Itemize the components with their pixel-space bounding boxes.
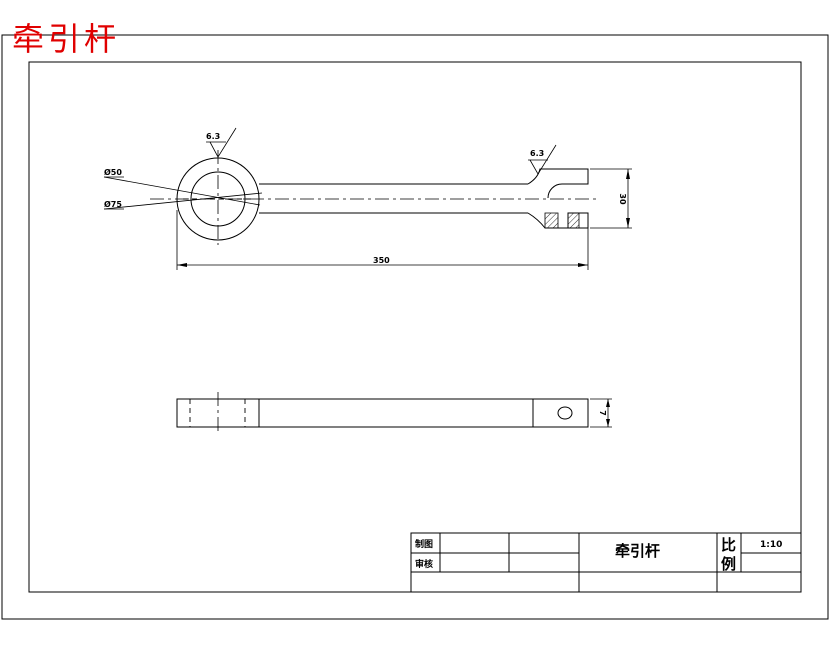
roughness-fork-text: 6.3 [530, 149, 544, 158]
length-arrow-right [578, 263, 588, 267]
title-block: 制图 审核 牵引杆 比 例 1:10 [410, 532, 802, 593]
diameter-inner-text: Ø75 [104, 199, 122, 209]
thickness-arrow-top [606, 399, 610, 407]
roughness-symbol-fork [529, 144, 557, 175]
title-block-frame [410, 532, 802, 593]
fork-lower-prong [527, 212, 589, 229]
diameter-leader-outer [103, 176, 261, 206]
fork-section-hatch-right [567, 212, 580, 229]
fork-upper-prong [527, 168, 589, 199]
part-name: 牵引杆 [615, 542, 660, 560]
length-text: 350 [373, 256, 390, 265]
drawn-by-label: 制图 [415, 538, 433, 550]
roughness-ring-text: 6.3 [206, 132, 220, 141]
side-view: 7 [176, 392, 612, 434]
fork-section-hatch-left [544, 212, 559, 229]
scale-label-bottom: 例 [721, 555, 736, 573]
fork-arrow-bottom [626, 218, 630, 228]
length-arrow-left [177, 263, 187, 267]
scale-value: 1:10 [760, 540, 782, 550]
scale-label-top: 比 [721, 536, 736, 554]
diameter-leader-inner [103, 192, 263, 210]
side-view-body [176, 398, 589, 428]
drawing-title: 牵引杆 [12, 20, 120, 58]
side-view-pin-hole [557, 406, 573, 420]
diameter-outer-text: Ø50 [104, 167, 122, 177]
top-view: Ø50 Ø75 6.3 6.3 350 30 [103, 127, 632, 270]
outer-border [1, 34, 829, 620]
roughness-symbol-ring [209, 127, 237, 158]
thickness-arrow-bottom [606, 419, 610, 427]
fork-width-text: 30 [618, 193, 627, 205]
checked-by-label: 审核 [415, 558, 433, 570]
fork-arrow-top [626, 169, 630, 179]
inner-frame [28, 61, 802, 593]
thickness-text: 7 [598, 410, 607, 416]
